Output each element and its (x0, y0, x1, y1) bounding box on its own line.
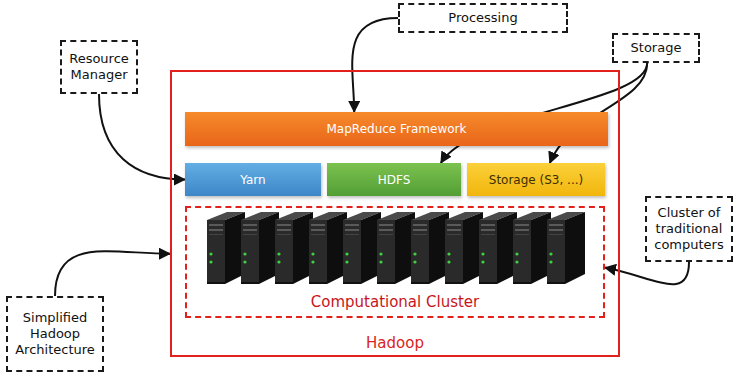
callout-box: Cluster of traditional computers (645, 196, 733, 262)
cluster-region: Computational Cluster (185, 206, 605, 318)
callout-text: Cluster of traditional computers (653, 205, 725, 253)
node-label: HDFS (378, 173, 411, 187)
framework-bar: MapReduce Framework (185, 112, 608, 146)
node-label: Computational Cluster (187, 293, 603, 311)
callout-text: Simplified Hadoop Architecture (14, 310, 96, 358)
node-label: Yarn (240, 173, 265, 187)
callout-arrow (605, 262, 689, 284)
node-label: Storage (S3, ...) (489, 173, 583, 187)
callout-arrow (352, 18, 398, 112)
system-frame: Hadoop MapReduce FrameworkYarn HDFS Storage… (170, 70, 620, 357)
node-label: MapReduce Framework (327, 122, 467, 136)
callout-text: Processing (448, 10, 517, 26)
component-box: HDFS (327, 163, 461, 196)
callout-text: Resource Manager (68, 51, 130, 83)
callout-box: Storage (612, 33, 700, 63)
component-box: Storage (S3, ...) (467, 163, 605, 196)
callout-arrow (99, 94, 185, 180)
callout-arrow (55, 251, 170, 296)
callout-box: Resource Manager (60, 40, 138, 94)
callout-text: Storage (631, 40, 682, 56)
callout-box: Processing (398, 3, 568, 33)
node-label: Hadoop (172, 334, 618, 352)
component-box: Yarn (185, 163, 321, 196)
callout-box: Simplified Hadoop Architecture (6, 296, 104, 372)
server-towers (207, 212, 585, 284)
